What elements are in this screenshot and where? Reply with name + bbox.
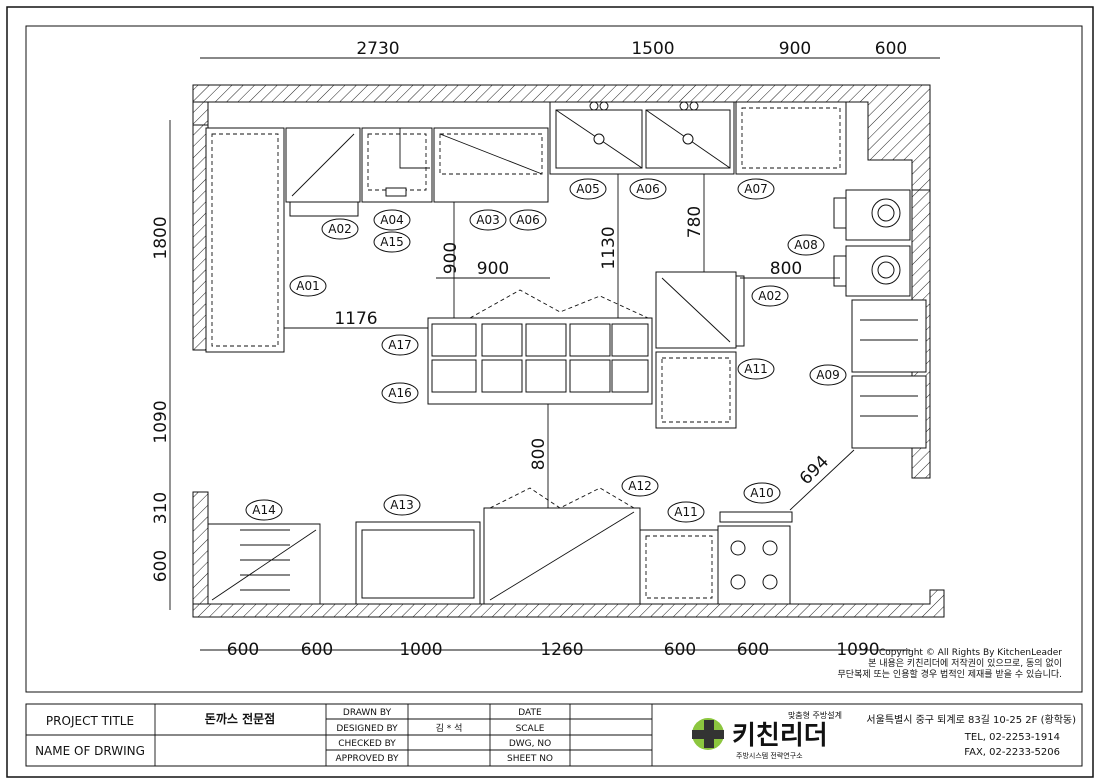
dim-top-3: 900 [779, 39, 811, 59]
approved-by-label: APPROVED BY [335, 754, 399, 764]
dim-inner-1: 900 [441, 242, 461, 274]
drawing-area-border [25, 25, 1083, 693]
contact-address: 서울특별시 중구 퇴계로 83길 10-25 2F (황학동) [866, 713, 1076, 726]
walls [192, 84, 945, 618]
tag-a04: A04 [380, 213, 403, 227]
dim-inner-4: 780 [685, 206, 705, 238]
drawn-by-label: DRAWN BY [343, 708, 392, 718]
contact-fax: FAX, 02-2233-5206 [964, 747, 1060, 758]
scale-label: SCALE [516, 724, 545, 734]
tag-a05: A05 [576, 182, 599, 196]
copyright-line-1: Copyright © All Rights By KitchenLeader [879, 648, 1062, 658]
contact-tel: TEL, 02-2253-1914 [964, 732, 1060, 743]
dim-bottom-1: 600 [227, 640, 259, 660]
dim-inner-7: 800 [529, 438, 549, 470]
logo-tagline: 맞춤형 주방설계 [788, 710, 842, 720]
tag-a03: A03 [476, 213, 499, 227]
dim-left-2: 1090 [151, 400, 171, 443]
dim-top-2: 1500 [631, 39, 674, 59]
dim-left-3: 310 [151, 492, 171, 524]
tag-a11-bottom: A11 [674, 505, 697, 519]
tag-a17: A17 [388, 338, 411, 352]
copyright-line-3: 무단복제 또는 인용할 경우 법적인 제재를 받을 수 있습니다. [838, 668, 1062, 680]
equipment-tags: A01 A02 A04 A15 A03 A06 A05 A06 A07 A08 … [245, 178, 847, 523]
tag-a08: A08 [794, 238, 817, 252]
title-block [25, 703, 1083, 767]
dwg-no-label: DWG, NO [509, 739, 551, 749]
name-of-drawing-label: NAME OF DRWING [35, 744, 145, 758]
tag-a15: A15 [380, 235, 403, 249]
checked-by-label: CHECKED BY [338, 739, 396, 749]
tag-a13: A13 [390, 498, 413, 512]
sheet-border [6, 6, 1094, 778]
logo-brand: 키친리더 [732, 721, 828, 751]
dim-inner-5: 800 [770, 259, 802, 279]
dim-bottom-4: 1260 [540, 640, 583, 660]
dim-bottom-2: 600 [301, 640, 333, 660]
dim-bottom-3: 1000 [399, 640, 442, 660]
tag-a01: A01 [296, 279, 319, 293]
sheet-no-label: SHEET NO [507, 754, 553, 764]
project-title-value: 돈까스 전문점 [205, 711, 275, 726]
dimension-lines [169, 57, 940, 651]
tag-a02-right: A02 [758, 289, 781, 303]
tag-a12: A12 [628, 479, 651, 493]
designed-by-label: DESIGNED BY [336, 724, 398, 734]
project-title-label: PROJECT TITLE [46, 714, 134, 728]
dim-left-1: 1800 [151, 216, 171, 259]
designer-name: 김 * 석 [436, 722, 463, 734]
tag-a07: A07 [744, 182, 767, 196]
tag-a10: A10 [750, 486, 773, 500]
date-label: DATE [518, 708, 542, 718]
tag-a06: A06 [636, 182, 659, 196]
copyright-line-2: 본 내용은 키친리더에 저작권이 있으므로, 동의 없이 [868, 657, 1062, 669]
dim-inner-2: 900 [477, 259, 509, 279]
dim-inner-3: 1130 [599, 226, 619, 269]
dim-top-4: 600 [875, 39, 907, 59]
tag-a11-right: A11 [744, 362, 767, 376]
tag-a14: A14 [252, 503, 275, 517]
dim-bottom-7: 1090 [836, 640, 879, 660]
equipment [205, 101, 927, 605]
dim-bottom-6: 600 [737, 640, 769, 660]
dim-inner-6: 1176 [334, 309, 377, 329]
tag-a09: A09 [816, 368, 839, 382]
tag-a06-left: A06 [516, 213, 539, 227]
logo-subtitle: 주방시스템 전략연구소 [736, 751, 803, 760]
dim-left-4: 600 [151, 550, 171, 582]
tag-a16: A16 [388, 386, 411, 400]
dim-inner-8: 694 [796, 452, 833, 489]
tag-a02: A02 [328, 222, 351, 236]
kitchenleader-logo [692, 718, 724, 750]
dim-top-1: 2730 [356, 39, 399, 59]
dim-bottom-5: 600 [664, 640, 696, 660]
